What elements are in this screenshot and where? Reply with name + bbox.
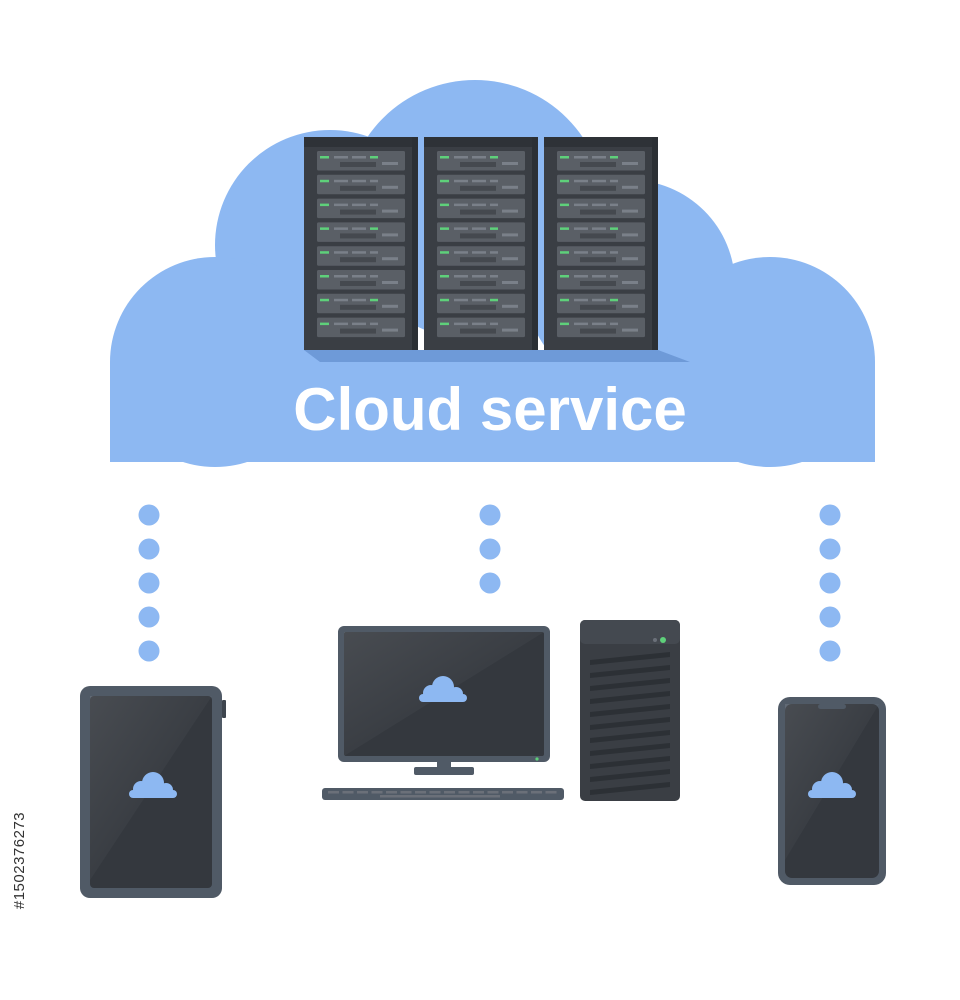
connector-tablet bbox=[138, 504, 160, 662]
tablet bbox=[80, 686, 226, 898]
connector-desktop-computer bbox=[479, 504, 501, 594]
rack-unit bbox=[317, 270, 405, 290]
rack-unit bbox=[437, 246, 525, 266]
rack-unit bbox=[557, 174, 645, 195]
phone-notch bbox=[818, 704, 846, 709]
connector-dot bbox=[819, 606, 841, 628]
server-rack bbox=[304, 137, 418, 350]
rack-unit bbox=[557, 198, 645, 219]
connector-smartphone bbox=[819, 504, 841, 662]
rack-unit bbox=[317, 293, 405, 314]
rack-unit bbox=[437, 270, 525, 290]
rack-unit bbox=[437, 317, 525, 338]
computer-tower bbox=[580, 620, 680, 801]
cloud-icon bbox=[129, 772, 177, 798]
connector-dot bbox=[138, 504, 160, 526]
rack-unit bbox=[437, 151, 525, 171]
connector-dot bbox=[479, 504, 501, 526]
server-rack bbox=[544, 137, 658, 350]
smartphone bbox=[778, 697, 886, 885]
rack-unit bbox=[437, 174, 525, 195]
connector-dot bbox=[819, 504, 841, 526]
rack-unit bbox=[557, 293, 645, 314]
rack-unit bbox=[437, 198, 525, 219]
rack-unit bbox=[317, 151, 405, 171]
rack-unit bbox=[437, 222, 525, 242]
tower-power-led bbox=[660, 637, 666, 643]
connector-dot bbox=[138, 640, 160, 662]
connector-lines bbox=[138, 504, 841, 662]
rack-unit bbox=[317, 246, 405, 266]
rack-unit bbox=[317, 198, 405, 219]
rack-unit bbox=[437, 293, 525, 314]
connector-dot bbox=[138, 606, 160, 628]
rack-unit bbox=[317, 222, 405, 242]
tower-vents bbox=[590, 652, 670, 795]
rack-unit bbox=[317, 174, 405, 195]
connector-dot bbox=[819, 572, 841, 594]
rack-unit bbox=[557, 222, 645, 242]
connector-dot bbox=[138, 572, 160, 594]
rack-unit bbox=[557, 270, 645, 290]
monitor-power-led bbox=[535, 757, 539, 761]
monitor-stand bbox=[414, 767, 474, 775]
server-rack bbox=[424, 137, 538, 350]
cloud-icon bbox=[808, 772, 856, 798]
cloud-icon bbox=[419, 676, 467, 702]
rack-shadow bbox=[304, 350, 690, 362]
stock-id-text: #1502376273 bbox=[11, 811, 29, 909]
connector-dot bbox=[819, 640, 841, 662]
rack-unit bbox=[557, 246, 645, 266]
server-racks bbox=[304, 137, 690, 362]
connector-dot bbox=[479, 572, 501, 594]
connector-dot bbox=[819, 538, 841, 560]
rack-unit bbox=[557, 317, 645, 338]
rack-unit bbox=[557, 151, 645, 171]
stock-id-label: #1502376273 bbox=[8, 760, 32, 960]
diagram-title: Cloud service bbox=[293, 376, 687, 443]
connector-dot bbox=[479, 538, 501, 560]
desktop-computer bbox=[322, 620, 680, 801]
tablet-side-button bbox=[222, 700, 226, 718]
keyboard bbox=[322, 788, 564, 800]
connector-dot bbox=[138, 538, 160, 560]
rack-unit bbox=[317, 317, 405, 338]
